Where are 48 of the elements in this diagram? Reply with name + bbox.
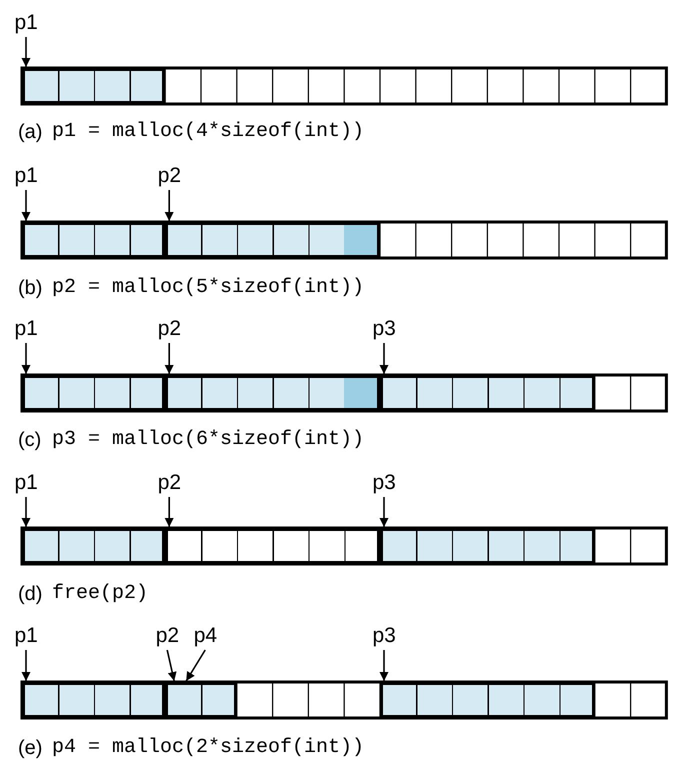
pointer-label: p2 bbox=[158, 165, 182, 187]
pointer-label: p1 bbox=[14, 318, 38, 340]
memory-block bbox=[22, 222, 166, 258]
pointer-label: p1 bbox=[14, 12, 38, 34]
pointer-label: p1 bbox=[14, 472, 38, 494]
pointer-arrow bbox=[164, 343, 174, 374]
pointer-arrow bbox=[166, 650, 177, 682]
memory-block bbox=[165, 375, 380, 411]
memory-block bbox=[380, 528, 595, 564]
pointer-arrow bbox=[380, 650, 388, 681]
pointer-arrow bbox=[186, 650, 206, 682]
pointer-arrow bbox=[164, 497, 174, 527]
pointer-arrow bbox=[164, 190, 174, 221]
pointer-arrow bbox=[22, 497, 30, 527]
panel-tag: (e) bbox=[18, 736, 42, 760]
memory-block bbox=[165, 682, 237, 718]
memory-block bbox=[22, 68, 166, 104]
memory-block bbox=[165, 222, 380, 258]
code-caption: p2 = malloc(5*sizeof(int)) bbox=[52, 276, 364, 300]
pointer-arrow bbox=[22, 190, 30, 221]
pointer-arrow bbox=[22, 650, 30, 681]
pointer-label: p2 bbox=[156, 625, 180, 647]
pointer-arrow bbox=[380, 497, 388, 527]
panel-tag: (d) bbox=[18, 582, 42, 606]
code-caption: p4 = malloc(2*sizeof(int)) bbox=[52, 736, 364, 760]
memory-block bbox=[165, 528, 380, 564]
memory-block bbox=[380, 375, 595, 411]
pointer-label: p3 bbox=[372, 625, 396, 647]
memory-block bbox=[22, 528, 166, 564]
pointer-arrow bbox=[22, 37, 30, 67]
pointer-label: p2 bbox=[158, 472, 182, 494]
panel-tag: (a) bbox=[18, 120, 42, 144]
pointer-label: p3 bbox=[372, 318, 396, 340]
pointer-arrow bbox=[380, 343, 388, 374]
panel-tag: (c) bbox=[18, 428, 42, 452]
pointer-label: p3 bbox=[372, 472, 396, 494]
memory-block bbox=[380, 682, 595, 718]
pointer-label: p2 bbox=[158, 318, 182, 340]
pointer-arrow bbox=[22, 343, 30, 374]
memory-block bbox=[22, 375, 166, 411]
pointer-label: p1 bbox=[14, 625, 38, 647]
memory-block bbox=[22, 682, 166, 718]
pointer-label: p1 bbox=[14, 165, 38, 187]
code-caption: p1 = malloc(4*sizeof(int)) bbox=[52, 120, 364, 144]
code-caption: free(p2) bbox=[52, 582, 148, 606]
pointer-label: p4 bbox=[194, 625, 218, 647]
code-caption: p3 = malloc(6*sizeof(int)) bbox=[52, 428, 364, 452]
panel-tag: (b) bbox=[18, 276, 42, 300]
